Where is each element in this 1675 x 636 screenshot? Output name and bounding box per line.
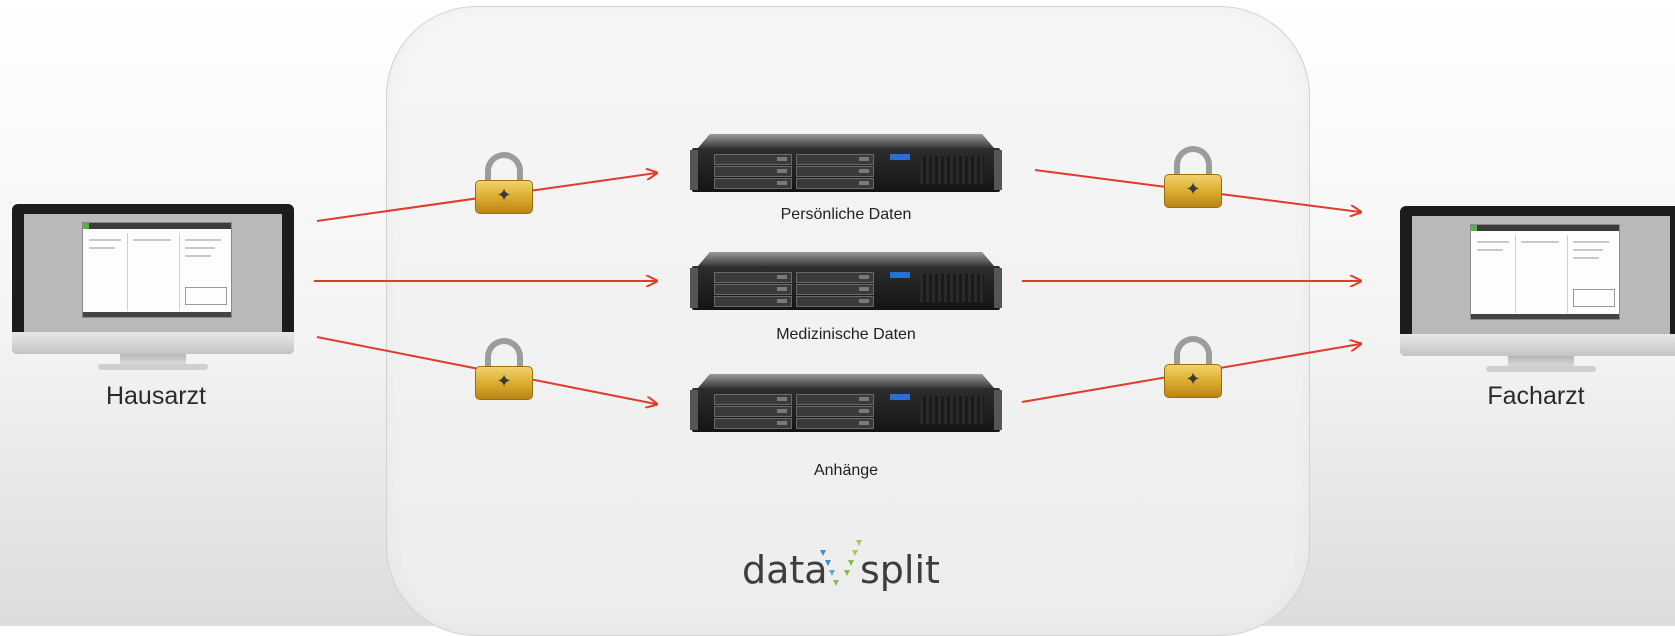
logo-word-data: data (742, 548, 828, 592)
datasplit-cloud-container (386, 6, 1310, 636)
padlock-icon (475, 338, 533, 400)
server-label-medical: Medizinische Daten (776, 326, 916, 343)
monitor-icon (1400, 206, 1675, 376)
logo-split-mark (820, 540, 862, 586)
padlock-icon (1164, 336, 1222, 398)
padlock-icon (475, 152, 533, 214)
facharzt-label: Facharzt (1487, 382, 1585, 410)
hausarzt-label: Hausarzt (105, 382, 207, 410)
rack-server-icon (690, 374, 1002, 434)
datasplit-logo: data split (742, 534, 942, 594)
rack-server-icon (690, 252, 1002, 312)
server-label-attachments: Anhänge (813, 462, 879, 479)
logo-word-split: split (860, 548, 940, 592)
padlock-icon (1164, 146, 1222, 208)
server-label-personal: Persönliche Daten (780, 206, 912, 223)
monitor-icon (12, 204, 294, 374)
rack-server-icon (690, 134, 1002, 194)
